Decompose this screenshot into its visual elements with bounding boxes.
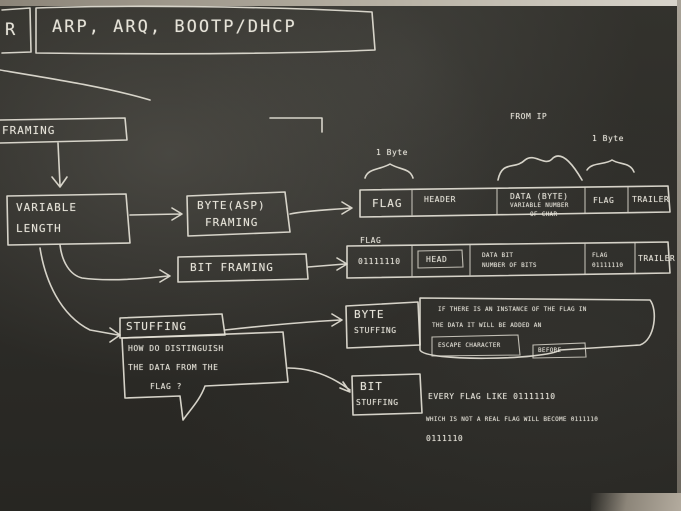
bit-note-line2: WHICH IS NOT A REAL FLAG WILL BECOME 011… (426, 416, 599, 423)
byte-frame-dividers (411, 186, 629, 216)
board-right-frame (677, 0, 681, 511)
question-line2: THE DATA FROM THE (128, 363, 219, 372)
bit-frame-head: HEAD (426, 255, 448, 264)
bit-frame-data-line1: DATA BIT (482, 252, 514, 259)
escape-character-box (431, 334, 521, 357)
title-text: ARP, ARQ, BOOTP/DHCP (52, 17, 297, 37)
byte-frame-data-line3: OF CHAR (530, 211, 558, 218)
framing-down-arrow (51, 142, 68, 188)
board-top-frame (0, 0, 681, 6)
variable-label: VARIABLE (16, 201, 77, 214)
byte-frame-outline (359, 185, 671, 218)
from-ip-brace (497, 155, 583, 181)
title-box-main-outline (35, 5, 376, 55)
bit-frame-dividers (411, 242, 636, 277)
byte-framing-line2: FRAMING (205, 216, 259, 229)
bit-note-line3: 0111110 (426, 434, 464, 443)
byte-note-line3: ESCAPE CHARACTER (438, 342, 501, 349)
one-byte-brace-left (364, 163, 414, 179)
bit-frame-outline (346, 241, 671, 279)
byte-frame-flag: FLAG (372, 197, 403, 210)
byte-frame-flag2: FLAG (593, 196, 615, 205)
bit-note-line1: EVERY FLAG LIKE 01111110 (428, 392, 556, 401)
byte-note-line1: IF THERE IS AN INSTANCE OF THE FLAG IN (438, 306, 587, 313)
arrow-to-byte-frame (289, 201, 353, 215)
length-label: LENGTH (16, 222, 62, 235)
byte-stuffing-line1: BYTE (354, 308, 385, 321)
bit-stuffing-line1: BIT (360, 380, 383, 393)
byte-framing-box (186, 191, 291, 237)
one-byte-right-label: 1 Byte (592, 134, 624, 143)
byte-stuffing-line2: STUFFING (354, 326, 397, 335)
variable-length-box (6, 193, 131, 246)
arrow-to-bit-stuffing (287, 367, 351, 393)
before-box (532, 342, 587, 359)
bit-framing-box (177, 253, 309, 283)
bit-frame-trailer: TRAILER (638, 254, 676, 263)
bit-stuffing-box (351, 373, 423, 416)
bit-frame-flag-line2: 01111110 (592, 262, 624, 269)
head-box (417, 249, 464, 269)
question-bubble (121, 331, 289, 421)
byte-note-line4: BEFORE (538, 347, 562, 354)
title-left-letter: R (5, 20, 18, 40)
arrow-to-bit-framing (59, 244, 171, 283)
framing-box-outline (0, 117, 128, 144)
title-connector-line (0, 69, 151, 101)
byte-frame-data-line2: VARIABLE NUMBER (510, 202, 569, 209)
question-line3: FLAG ? (150, 382, 182, 391)
board-bottom-corner (591, 493, 681, 511)
bit-stuffing-line2: STUFFING (356, 398, 399, 407)
arrow-to-bit-frame (307, 257, 348, 271)
question-line1: HOW DO DISTINGUISH (128, 344, 224, 353)
byte-frame-trailer: TRAILER (632, 195, 670, 204)
byte-frame-header: HEADER (424, 195, 456, 204)
byte-framing-line1: BYTE(ASP) (197, 199, 266, 212)
byte-frame-data-line1: DATA (BYTE) (510, 192, 569, 201)
byte-note-line2: THE DATA IT WILL BE ADDED AN (432, 322, 542, 329)
flag-annotation: FLAG (360, 236, 382, 245)
framing-label: FRAMING (2, 124, 56, 137)
arrow-to-byte-stuffing (224, 313, 343, 331)
framing-top-line (269, 117, 323, 133)
arrow-to-stuffing (39, 247, 121, 343)
bit-frame-data-line2: NUMBER OF BITS (482, 262, 537, 269)
one-byte-left-label: 1 Byte (376, 148, 408, 157)
one-byte-brace-right (586, 159, 635, 173)
from-ip-label: FROM IP (510, 112, 548, 121)
arrow-to-byte-framing (129, 207, 183, 221)
stuffing-label: STUFFING (126, 320, 187, 333)
title-box-outline (1, 7, 32, 54)
bit-framing-label: BIT FRAMING (190, 261, 274, 274)
bit-frame-flag-bits: 01111110 (358, 257, 401, 266)
stuffing-box (119, 313, 226, 339)
bit-frame-flag-line1: FLAG (592, 252, 608, 259)
